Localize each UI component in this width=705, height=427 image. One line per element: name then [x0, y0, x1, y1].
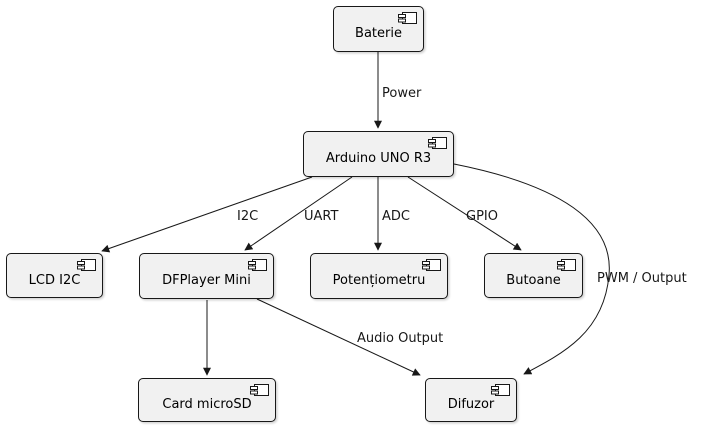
- node-label-lcd-i2c: LCD I2C: [28, 272, 81, 288]
- edge-label-power: Power: [382, 86, 422, 101]
- node-label-arduino-uno-r3: Arduino UNO R3: [325, 151, 432, 166]
- edge-label-i2c: I2C: [237, 209, 258, 224]
- edge-uart: [244, 176, 353, 251]
- component-icon: [557, 259, 576, 271]
- node-butoane: Butoane: [484, 253, 583, 298]
- component-icon: [77, 259, 96, 271]
- edge-i2c: [101, 176, 313, 253]
- component-icon: [491, 384, 510, 396]
- component-icon: [398, 12, 417, 24]
- node-label-card-microsd: Card microSD: [162, 397, 252, 412]
- edge-label-pwm-output: PWM / Output: [597, 271, 687, 286]
- edge-label-gpio: GPIO: [466, 209, 498, 224]
- component-icon: [248, 259, 267, 271]
- edge-label-uart: UART: [304, 209, 338, 224]
- component-icon: [250, 384, 269, 396]
- edge-gpio: [407, 176, 522, 251]
- component-icon: [422, 259, 441, 271]
- node-baterie: Baterie: [333, 6, 424, 52]
- node-label-dfplayer-mini: DFPlayer Mini: [162, 273, 251, 288]
- node-label-butoane: Butoane: [506, 272, 561, 288]
- node-label-potentiometru: Potențiometru: [332, 273, 426, 288]
- component-icon: [428, 137, 447, 149]
- node-difuzor: Difuzor: [425, 378, 517, 422]
- node-arduino-uno-r3: Arduino UNO R3: [303, 131, 454, 177]
- node-label-baterie: Baterie: [355, 26, 402, 41]
- edge-audio-output: [256, 298, 421, 376]
- node-label-difuzor: Difuzor: [447, 397, 495, 412]
- node-lcd-i2c: LCD I2C: [6, 253, 103, 298]
- node-potentiometru: Potențiometru: [310, 253, 448, 299]
- edge-label-audio-output: Audio Output: [357, 331, 443, 346]
- node-dfplayer-mini: DFPlayer Mini: [139, 253, 274, 299]
- edge-label-adc: ADC: [382, 209, 410, 224]
- node-card-microsd: Card microSD: [138, 378, 276, 422]
- edge-pwm-output: [453, 163, 610, 375]
